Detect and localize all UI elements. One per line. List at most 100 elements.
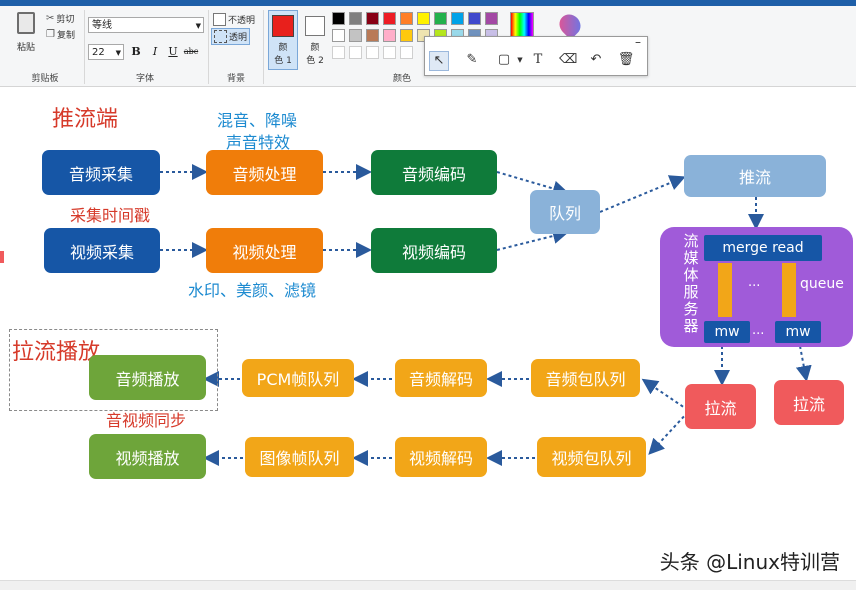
mw-box-left: mw	[704, 321, 750, 343]
minimize-button[interactable]: –	[635, 35, 641, 49]
clipboard-group-label: 剪贴板	[31, 74, 59, 84]
underline-button[interactable]: U	[168, 45, 178, 58]
palette-swatch[interactable]	[332, 29, 345, 42]
note-mix: 混音、降噪	[217, 111, 298, 130]
shape-icon[interactable]: ▢	[497, 52, 511, 67]
video-decode-box: 视频解码	[395, 437, 487, 477]
custom-color-slot[interactable]	[349, 46, 362, 59]
chevron-down-icon: ▼	[195, 22, 201, 30]
media-server-label: 流媒体服务器	[682, 233, 700, 335]
canvas-left-edge-marker	[0, 251, 4, 263]
watermark: 头条 @Linux特训营	[659, 550, 840, 574]
image-queue-box: 图像帧队列	[245, 437, 354, 477]
opaque-icon	[213, 13, 226, 26]
color1-label-b: 色 1	[274, 56, 292, 66]
video-process-box: 视频处理	[206, 228, 323, 273]
trash-icon[interactable]: 🗑	[617, 52, 635, 67]
palette-swatch[interactable]	[417, 12, 430, 25]
custom-color-slot[interactable]	[366, 46, 379, 59]
palette-swatch[interactable]	[349, 29, 362, 42]
horizontal-scrollbar[interactable]	[0, 580, 856, 590]
pen-icon[interactable]: ✎	[466, 52, 478, 67]
bold-button[interactable]: B	[131, 45, 141, 58]
arrow	[641, 378, 689, 411]
media-server-box: 流媒体服务器 merge read ... queue mw ... mw	[660, 227, 853, 347]
palette-swatch[interactable]	[366, 12, 379, 25]
font-family-select[interactable]: 等线 ▼	[88, 17, 204, 33]
font-size-select[interactable]: 22 ▼	[88, 44, 124, 60]
palette-swatch[interactable]	[366, 29, 379, 42]
pull-side-title[interactable]: 拉流播放	[12, 340, 101, 365]
copy-icon: ❐	[46, 29, 55, 40]
queue-bar-left	[718, 263, 732, 317]
palette-swatch[interactable]	[485, 12, 498, 25]
title-bar	[0, 0, 856, 6]
palette-swatch[interactable]	[434, 12, 447, 25]
note-video-fx: 水印、美颜、滤镜	[188, 281, 317, 300]
palette-swatch[interactable]	[451, 12, 464, 25]
opaque-label: 不透明	[228, 16, 256, 26]
custom-color-slot[interactable]	[400, 46, 413, 59]
palette-swatch[interactable]	[400, 29, 413, 42]
copy-label: 复制	[56, 31, 75, 41]
copy-button[interactable]: ❐ 复制	[46, 28, 75, 41]
italic-button[interactable]: I	[152, 45, 158, 58]
server-ellipsis: ...	[748, 275, 761, 290]
server-label-char: 服	[683, 283, 699, 301]
palette-swatch[interactable]	[349, 12, 362, 25]
mw-box-right: mw	[775, 321, 821, 343]
text-selection-box[interactable]	[9, 329, 218, 411]
floating-toolbar: – ↖ ✎ ▢ ▼ T ⌫ ↶ 🗑	[424, 35, 648, 76]
palette-swatch[interactable]	[332, 12, 345, 25]
arrow	[795, 345, 812, 382]
strikethrough-button[interactable]: abc	[183, 47, 199, 56]
select-cursor-icon[interactable]: ↖	[429, 51, 449, 71]
palette-swatch[interactable]	[400, 12, 413, 25]
arrow	[496, 171, 569, 197]
palette-swatch[interactable]	[383, 12, 396, 25]
server-label-char: 器	[683, 317, 699, 335]
color1-button[interactable]: 颜 色 1	[268, 10, 298, 70]
scissors-icon: ✂	[46, 13, 55, 24]
push-box: 推流	[684, 155, 826, 197]
color2-label-a: 颜	[310, 43, 320, 53]
queue-label: queue	[800, 276, 844, 292]
arrow	[599, 175, 686, 213]
paste-button[interactable]: 粘贴	[12, 10, 40, 54]
color2-button[interactable]: 颜 色 2	[300, 10, 330, 70]
video-play-box: 视频播放	[89, 434, 206, 479]
merge-read-box: merge read	[704, 235, 822, 261]
transparent-option[interactable]: 透明	[211, 28, 251, 45]
divider	[263, 10, 264, 84]
chevron-down-icon[interactable]: ▼	[517, 56, 523, 64]
video-encode-box: 视频编码	[371, 228, 497, 273]
paste-label: 粘贴	[16, 43, 35, 53]
undo-icon[interactable]: ↶	[590, 52, 602, 67]
color2-label-b: 色 2	[306, 56, 324, 66]
queue-bar-right	[782, 263, 796, 317]
queue-box: 队列	[530, 190, 600, 234]
audio-packet-queue-box: 音频包队列	[531, 359, 640, 397]
custom-color-slot[interactable]	[383, 46, 396, 59]
transparent-label: 透明	[229, 33, 248, 43]
opaque-option[interactable]: 不透明	[213, 13, 255, 26]
palette-swatch[interactable]	[383, 29, 396, 42]
server-label-char: 务	[683, 300, 699, 318]
colors-group-label: 颜色	[392, 74, 411, 84]
video-capture-box: 视频采集	[44, 228, 160, 273]
custom-color-slot[interactable]	[332, 46, 345, 59]
pull-box-2: 拉流	[774, 380, 844, 425]
divider	[84, 10, 85, 84]
audio-decode-box: 音频解码	[395, 359, 487, 397]
palette-swatch[interactable]	[468, 12, 481, 25]
cut-button[interactable]: ✂ 剪切	[46, 12, 74, 25]
color1-swatch	[272, 15, 294, 37]
font-family-value: 等线	[92, 20, 112, 31]
color1-label-a: 颜	[278, 43, 288, 53]
text-icon[interactable]: T	[533, 52, 543, 67]
arrow	[648, 411, 689, 455]
font-group-label: 字体	[135, 74, 154, 84]
server-label-char: 媒	[683, 249, 699, 267]
eraser-icon[interactable]: ⌫	[559, 52, 578, 67]
color2-swatch	[305, 16, 325, 36]
